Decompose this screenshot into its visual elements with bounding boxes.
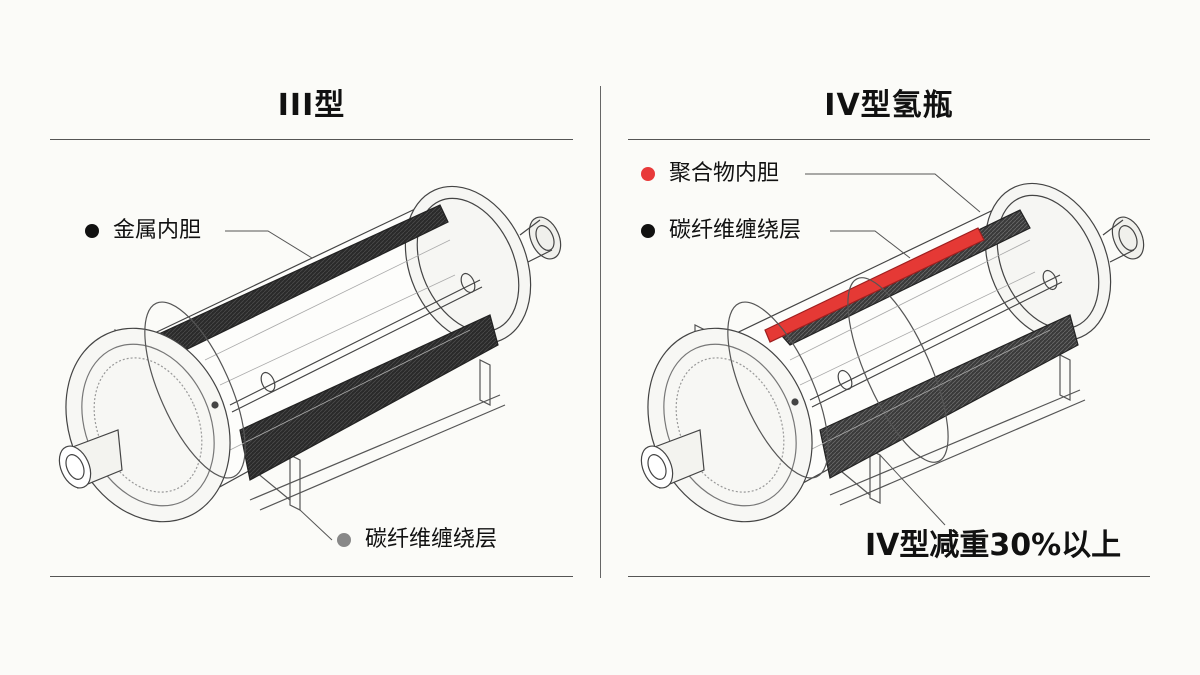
panel-title-iii: III型: [277, 88, 346, 123]
tank-iv: [640, 182, 1145, 523]
leader-iii-wrap: [299, 509, 333, 541]
tank-iii-inner-rod: [229, 279, 483, 413]
label-iv-polymer-liner-text: 聚合物内胆: [669, 161, 780, 186]
label-iv-polymer-liner: 聚合物内胆: [641, 160, 779, 188]
center-divider: [600, 86, 601, 578]
leader-iii-liner: [225, 230, 313, 259]
right-bottom-rule: [628, 576, 1150, 577]
label-iv-carbon-wrap: 碳纤维缠绕层: [641, 217, 801, 245]
tank-iii-front-nozzle: [58, 429, 123, 489]
tank-iv-back-nozzle: [1102, 216, 1145, 263]
tank-iii-back-nozzle: [519, 216, 562, 263]
leader-iv-wrap: [830, 230, 911, 259]
tank-iv-band-ring: [847, 277, 949, 463]
bullet-icon: [85, 224, 99, 238]
label-iv-carbon-wrap-text: 碳纤维缠绕层: [669, 218, 802, 243]
left-top-rule: [50, 139, 573, 140]
right-top-rule: [628, 139, 1150, 140]
tank-iii-carbon-bottom: [239, 314, 499, 481]
bullet-icon: [641, 224, 655, 238]
tank-iv-polymer-liner: [764, 227, 985, 343]
leader-iv-liner: [805, 173, 981, 213]
weight-reduction-note: IV型减重30%以上: [865, 528, 1122, 563]
bullet-icon: [641, 167, 655, 181]
bullet-icon: [337, 533, 351, 547]
left-bottom-rule: [50, 576, 573, 577]
label-iii-carbon-wrap-text: 碳纤维缠绕层: [365, 527, 498, 552]
label-iii-metal-liner-text: 金属内胆: [113, 218, 202, 243]
tank-iv-front-nozzle: [640, 429, 705, 489]
label-iii-metal-liner: 金属内胆: [85, 217, 201, 245]
tank-iii: [58, 185, 562, 523]
panel-title-iv: IV型氢瓶: [824, 88, 954, 123]
label-iii-carbon-wrap: 碳纤维缠绕层: [337, 526, 497, 554]
leader-iv-note: [879, 454, 946, 526]
